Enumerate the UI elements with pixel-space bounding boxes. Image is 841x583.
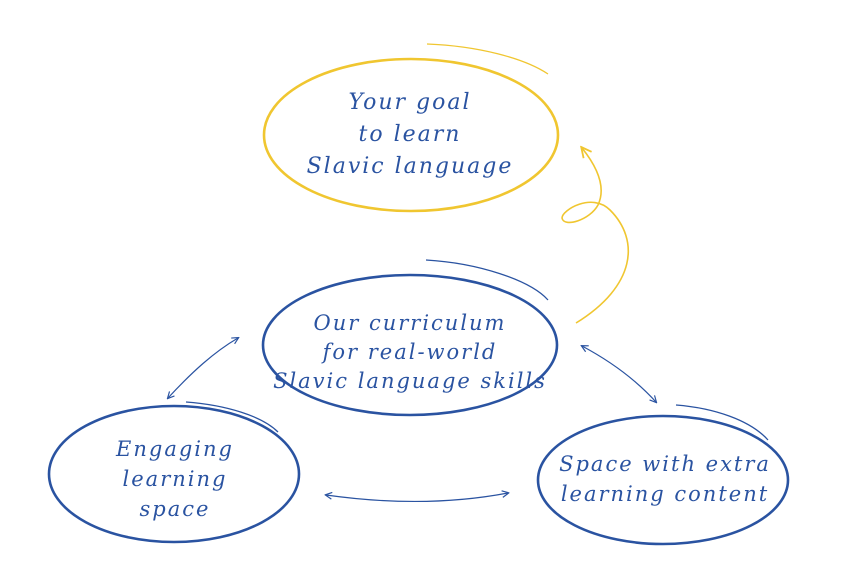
engaging-ellipse bbox=[47, 401, 301, 544]
curriculum-label: Our curriculum for real-world Slavic lan… bbox=[250, 309, 570, 396]
curriculum-engaging-arrow bbox=[168, 338, 238, 398]
goal-loop-arrow bbox=[561, 148, 630, 324]
goal-line-3: Slavic language bbox=[306, 154, 514, 179]
goal-ellipse bbox=[262, 43, 560, 213]
extra-label: Space with extra learning content bbox=[540, 449, 790, 509]
extra-ellipse bbox=[536, 404, 790, 546]
goal-line-1: Your goal bbox=[348, 90, 472, 115]
engaging-line-2: learning bbox=[122, 467, 228, 491]
engaging-line-3: space bbox=[139, 497, 211, 521]
curriculum-extra-arrow bbox=[582, 346, 656, 402]
curriculum-line-1: Our curriculum bbox=[313, 311, 507, 335]
engaging-line-1: Engaging bbox=[116, 437, 234, 461]
extra-line-1: Space with extra bbox=[559, 452, 771, 476]
goal-line-2: to learn bbox=[358, 122, 462, 147]
curriculum-line-3: Slavic language skills bbox=[273, 369, 547, 393]
curriculum-line-2: for real-world bbox=[322, 340, 498, 364]
engaging-label: Engaging learning space bbox=[60, 434, 290, 524]
curriculum-ellipse bbox=[261, 259, 559, 417]
extra-line-2: learning content bbox=[560, 482, 770, 506]
goal-label: Your goal to learn Slavic language bbox=[260, 87, 560, 183]
engaging-extra-arrow bbox=[326, 493, 508, 503]
